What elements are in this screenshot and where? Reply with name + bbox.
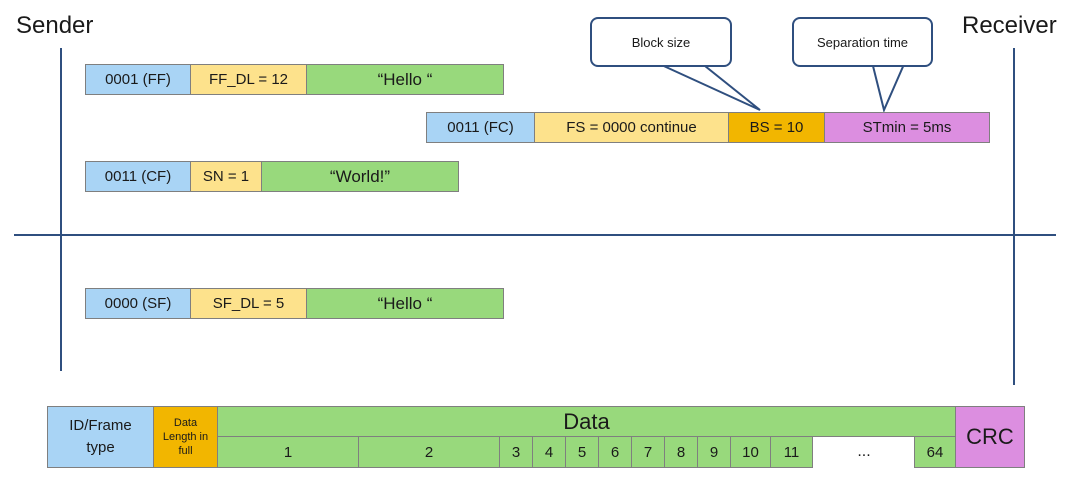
data-byte-11: 11	[770, 436, 813, 468]
ff-data-cell: “Hello “	[306, 64, 504, 95]
fc-status-cell: FS = 0000 continue	[534, 112, 729, 143]
data-byte-9: 9	[697, 436, 731, 468]
data-byte-6: 6	[598, 436, 632, 468]
ff-id-cell: 0001 (FF)	[85, 64, 191, 95]
data-byte-1: 1	[217, 436, 359, 468]
sf-length-cell: SF_DL = 5	[190, 288, 307, 319]
ff-length-cell: FF_DL = 12	[190, 64, 307, 95]
data-byte-10: 10	[730, 436, 771, 468]
layout-id-frame-type-cell: ID/Frame type	[47, 406, 154, 468]
separation-time-callout: Separation time	[792, 17, 933, 67]
layout-crc-cell: CRC	[955, 406, 1025, 468]
data-byte-64: 64	[914, 436, 956, 468]
data-byte-3: 3	[499, 436, 533, 468]
sf-data-cell: “Hello “	[306, 288, 504, 319]
fc-block-size-cell: BS = 10	[728, 112, 825, 143]
cf-data-cell: “World!”	[261, 161, 459, 192]
fc-id-cell: 0011 (FC)	[426, 112, 535, 143]
data-byte-7: 7	[631, 436, 665, 468]
data-byte-2: 2	[358, 436, 500, 468]
data-ellipsis: ...	[857, 443, 871, 460]
separation-time-pointer	[870, 61, 907, 114]
layout-data-header-cell: Data	[217, 406, 956, 437]
sender-lifeline	[60, 48, 62, 371]
section-divider	[14, 234, 1056, 236]
layout-data-length-cell: Data Length in full	[153, 406, 218, 468]
data-byte-5: 5	[565, 436, 599, 468]
separation-time-callout-text: Separation time	[816, 34, 909, 50]
sf-id-cell: 0000 (SF)	[85, 288, 191, 319]
fc-stmin-cell: STmin = 5ms	[824, 112, 990, 143]
cf-id-cell: 0011 (CF)	[85, 161, 191, 192]
block-size-callout-text: Block size	[631, 34, 691, 50]
sender-label: Sender	[16, 12, 94, 39]
receiver-label: Receiver	[962, 12, 1057, 39]
data-byte-4: 4	[532, 436, 566, 468]
block-size-pointer	[654, 61, 761, 111]
data-byte-8: 8	[664, 436, 698, 468]
cf-sequence-cell: SN = 1	[190, 161, 262, 192]
receiver-lifeline	[1013, 48, 1015, 385]
block-size-callout: Block size	[590, 17, 732, 67]
